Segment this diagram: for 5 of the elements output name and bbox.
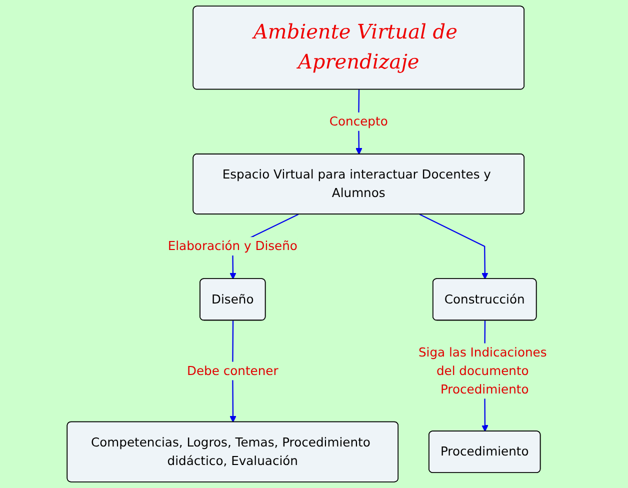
edge-label: Siga las Indicaciones del documento Procedimiento bbox=[418, 344, 546, 396]
edge-label: Concepto bbox=[329, 114, 388, 129]
edge-label: Elaboración y Diseño bbox=[167, 238, 298, 254]
edge-label: Debe contener bbox=[186, 363, 278, 378]
arrow bbox=[419, 214, 488, 280]
